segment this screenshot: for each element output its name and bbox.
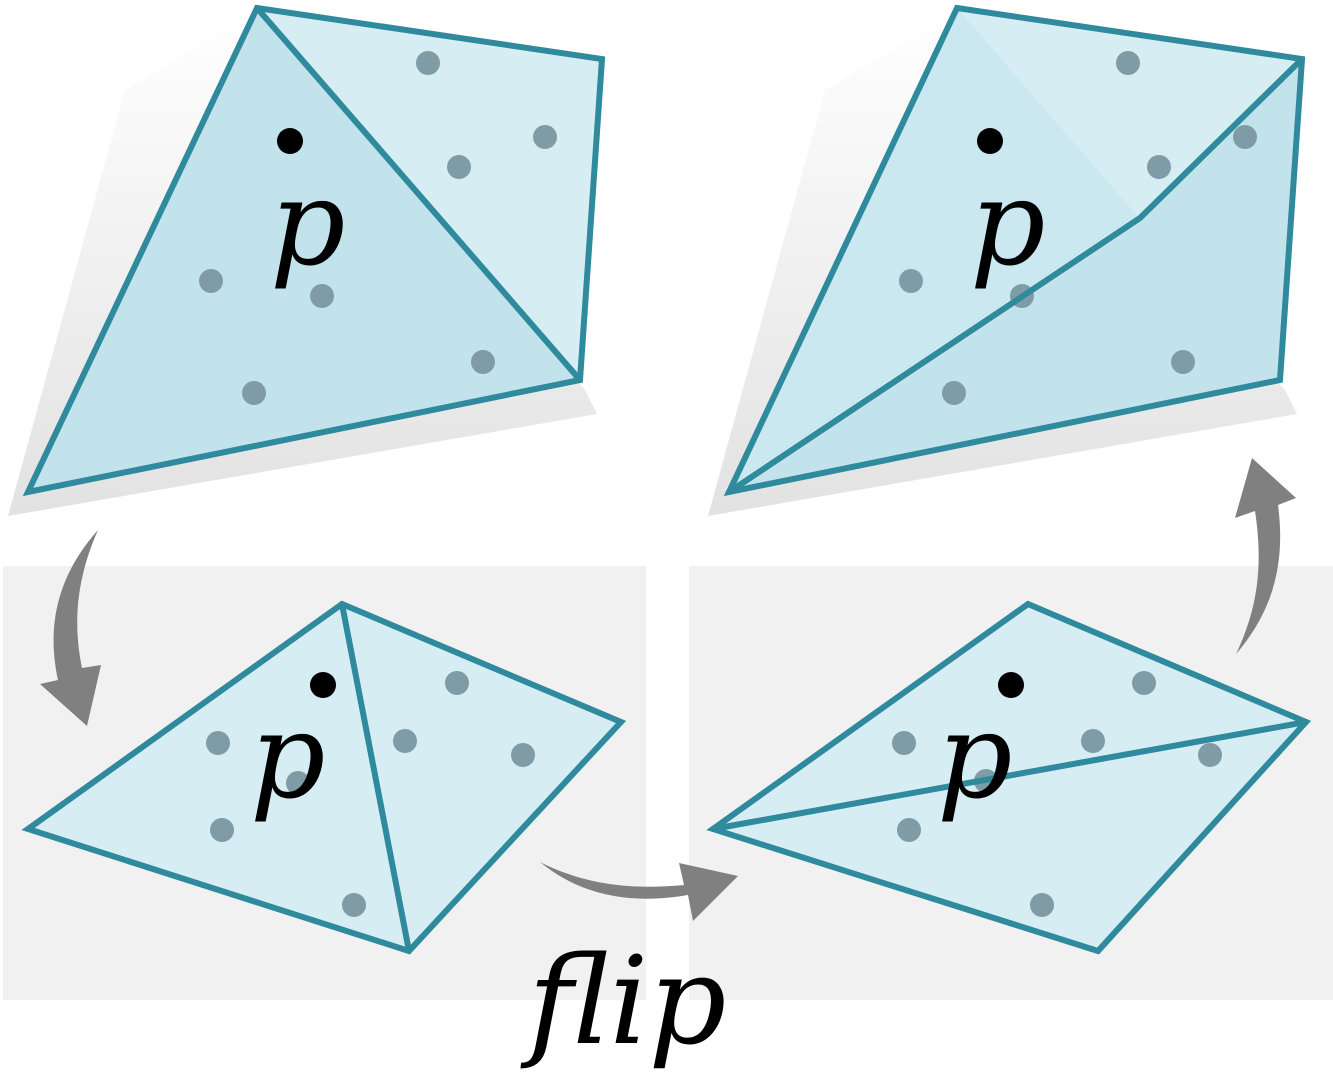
site-point — [1147, 155, 1171, 179]
site-point — [1081, 729, 1105, 753]
site-points — [206, 671, 535, 917]
arrow-project-down — [40, 530, 101, 726]
site-points — [899, 51, 1257, 405]
flipped-edge — [710, 719, 1309, 832]
site-point — [445, 671, 469, 695]
site-point — [210, 818, 234, 842]
site-point — [416, 51, 440, 75]
site-point — [942, 381, 966, 405]
arrow-lift-up — [1235, 458, 1296, 654]
mesh-top-right: p — [708, 4, 1306, 516]
site-point — [1198, 743, 1222, 767]
query-point — [998, 672, 1024, 698]
point-label: p — [270, 154, 346, 292]
mesh-top-left: p — [8, 4, 606, 516]
site-point — [286, 771, 310, 795]
query-point — [277, 128, 303, 154]
site-point — [511, 743, 535, 767]
site-point — [1132, 671, 1156, 695]
arrow-down-icon — [40, 530, 101, 726]
flipped-edge — [726, 56, 1305, 495]
point-label: p — [937, 687, 1013, 825]
site-point — [206, 731, 230, 755]
query-point — [310, 672, 336, 698]
site-points — [892, 671, 1222, 917]
operation-label: flip — [520, 930, 727, 1072]
arrow-up-icon — [1235, 458, 1296, 654]
site-point — [471, 350, 495, 374]
triangle-right — [342, 604, 621, 951]
site-points — [199, 51, 557, 405]
point-label: p — [250, 687, 326, 825]
outer-edges — [723, 4, 1306, 497]
point-label: p — [970, 154, 1046, 292]
site-point — [342, 893, 366, 917]
site-point — [899, 269, 923, 293]
site-point — [393, 729, 417, 753]
site-point — [310, 284, 334, 308]
site-point — [447, 155, 471, 179]
mesh-bottom-right: p — [706, 600, 1312, 955]
site-point — [533, 125, 557, 149]
site-point — [1030, 893, 1054, 917]
outer-edges — [706, 600, 1312, 955]
query-point — [977, 128, 1003, 154]
face-right — [257, 8, 602, 380]
mesh-bottom-left: p — [21, 600, 627, 955]
face-left — [28, 8, 580, 492]
arrow-right-icon — [540, 862, 738, 921]
hidden-face-tint — [729, 8, 1280, 492]
site-point — [1233, 125, 1257, 149]
site-point — [199, 269, 223, 293]
site-point — [1171, 350, 1195, 374]
site-point — [897, 818, 921, 842]
site-point — [242, 381, 266, 405]
triangle-lower — [713, 722, 1306, 951]
site-point — [1116, 51, 1140, 75]
diagonal-edge — [254, 5, 583, 383]
diagonal-edge — [339, 601, 412, 954]
site-point — [892, 731, 916, 755]
arrow-flip — [540, 862, 738, 921]
